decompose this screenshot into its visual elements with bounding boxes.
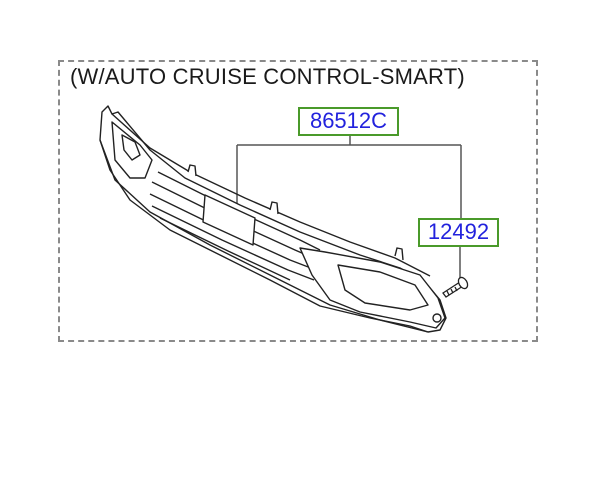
part-label-12492[interactable]: 12492 <box>418 218 499 247</box>
part-label-86512c[interactable]: 86512C <box>298 107 399 136</box>
option-group-frame <box>58 60 538 342</box>
grille-part-86512c <box>99 105 447 333</box>
screw-part-12492 <box>442 276 469 298</box>
option-title: (W/AUTO CRUISE CONTROL-SMART) <box>70 64 465 89</box>
leader-lines <box>236 136 462 280</box>
